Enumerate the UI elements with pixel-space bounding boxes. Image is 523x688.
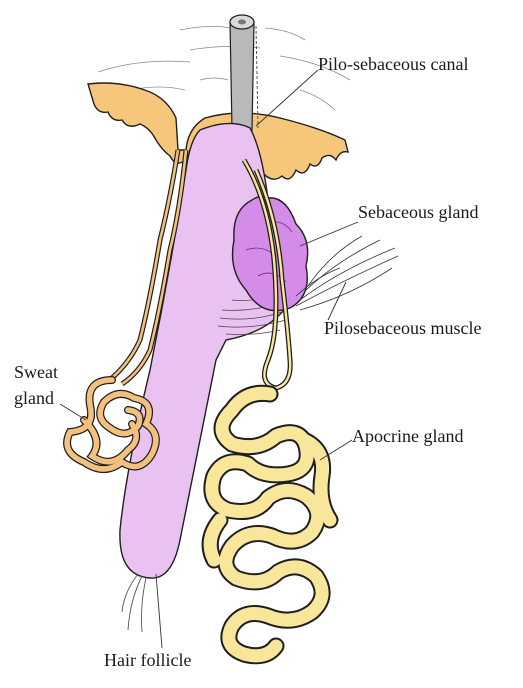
label-pilo-sebaceous-canal: Pilo-sebaceous canal	[318, 54, 468, 75]
label-hair-follicle: Hair follicle	[104, 650, 191, 671]
label-sebaceous-gland: Sebaceous gland	[358, 202, 478, 223]
leader-pilo-canal	[256, 70, 318, 126]
label-sweat-gland-line1: Sweat	[14, 362, 58, 383]
label-sweat-gland-line2: gland	[14, 388, 54, 409]
apocrine-gland-coil	[210, 393, 330, 655]
label-apocrine-gland: Apocrine gland	[352, 426, 463, 447]
hair-shaft	[230, 15, 258, 130]
leader-sweat	[60, 404, 86, 420]
label-pilosebaceous-muscle: Pilosebaceous muscle	[324, 318, 481, 339]
pilosebaceous-muscle	[296, 236, 398, 310]
leader-sebaceous	[300, 222, 358, 246]
follicle-hairs	[122, 574, 146, 632]
leader-follicle	[156, 574, 162, 648]
